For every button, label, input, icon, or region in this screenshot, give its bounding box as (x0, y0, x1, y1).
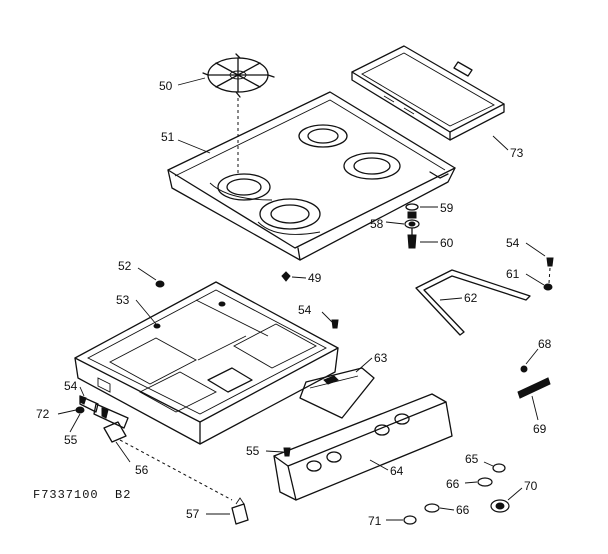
part-label-69: 69 (533, 422, 547, 436)
part-label-71: 71 (368, 514, 382, 528)
part-label-66-lower: 66 (456, 503, 470, 517)
part-label-70: 70 (524, 479, 538, 493)
part-label-51: 51 (161, 130, 175, 144)
part-57 (231, 503, 249, 525)
part-label-62: 62 (464, 291, 478, 305)
part-label-53: 53 (116, 293, 130, 307)
part-label-54-middle: 54 (298, 303, 312, 317)
bracket-part (299, 367, 375, 419)
small-screw-part (281, 271, 291, 282)
part-label-58: 58 (370, 217, 384, 231)
part-label-60: 60 (440, 236, 454, 250)
right-screw-parts (543, 257, 554, 291)
part-label-54-right: 54 (506, 236, 520, 250)
part-label-56: 56 (135, 463, 149, 477)
screw-52-part (155, 280, 165, 288)
cooktop-part (167, 91, 456, 261)
leader-lines (57, 77, 546, 521)
part-number-labels: 50 51 73 59 58 60 52 49 54 61 62 53 54 6… (36, 79, 552, 528)
part-label-72: 72 (36, 407, 50, 421)
cover-part (351, 45, 505, 141)
part-label-55-left: 55 (64, 433, 78, 447)
burner-box-part (74, 281, 339, 445)
part-label-66-upper: 66 (446, 477, 460, 491)
drawing-code: F7337100 B2 (33, 488, 131, 502)
part-label-54-left: 54 (64, 379, 78, 393)
part-label-50: 50 (159, 79, 173, 93)
grate-part (202, 53, 275, 98)
part-label-55-center: 55 (246, 444, 260, 458)
part-68 (520, 365, 528, 373)
part-label-52: 52 (118, 259, 132, 273)
part-label-49: 49 (308, 271, 322, 285)
part-label-57: 57 (186, 507, 200, 521)
part-label-61: 61 (506, 267, 520, 281)
part-56 (103, 421, 127, 443)
knob-parts (403, 463, 510, 525)
part-label-64: 64 (390, 464, 404, 478)
control-panel-part (273, 393, 453, 501)
part-label-63: 63 (374, 351, 388, 365)
rod-part (415, 269, 531, 336)
part-69 (517, 377, 551, 399)
burner-cap-parts (404, 203, 420, 249)
left-hardware-parts (75, 395, 129, 429)
screw-54-part (331, 319, 339, 329)
part-label-65: 65 (465, 452, 479, 466)
part-label-68: 68 (538, 337, 552, 351)
part-label-59: 59 (440, 201, 454, 215)
part-label-73: 73 (510, 146, 524, 160)
